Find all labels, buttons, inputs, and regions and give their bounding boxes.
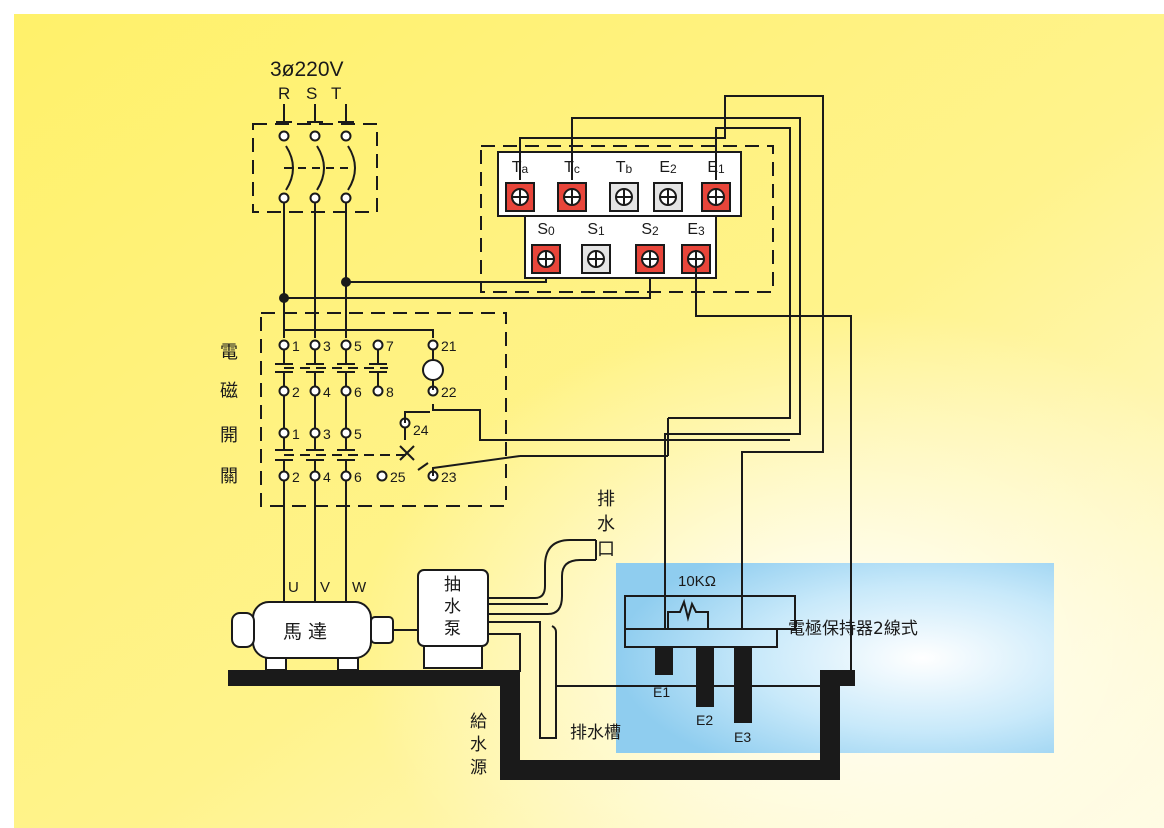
contactor-lower-bottom-label-2: 4 bbox=[323, 469, 331, 485]
bottom-terminal-label-1: S0 bbox=[537, 221, 555, 238]
holder-top-box bbox=[624, 595, 796, 630]
bottom-terminal-label-3: S2 bbox=[641, 221, 659, 238]
trough-label: 排水槽 bbox=[570, 723, 621, 743]
contactor-lower-bottom-label-3: 6 bbox=[354, 469, 362, 485]
contactor-lower-node-4 bbox=[309, 470, 321, 482]
contactor-lower-label-4: 24 bbox=[413, 422, 429, 438]
contactor-upper-bottom-label-4: 8 bbox=[386, 384, 394, 400]
top-terminal-label-1: Ta bbox=[512, 159, 529, 176]
electrode-e2 bbox=[696, 647, 714, 707]
contactor-upper-label-2: 3 bbox=[323, 338, 331, 354]
bottom-terminal-screw-2 bbox=[581, 244, 611, 274]
phase-label-r: R bbox=[278, 84, 290, 103]
outlet-label-char-1: 排 bbox=[597, 489, 615, 510]
motor-terminal-v: V bbox=[320, 579, 330, 596]
top-terminal-screw-5 bbox=[701, 182, 731, 212]
contactor-upper-node-3 bbox=[309, 339, 321, 351]
contactor-upper-node-2 bbox=[278, 385, 290, 397]
top-terminal-label-5: E1 bbox=[707, 159, 725, 176]
holder-label: 電極保持器2線式 bbox=[788, 619, 918, 639]
tank-wall bbox=[500, 670, 855, 780]
contactor-upper-bottom-label-3: 6 bbox=[354, 384, 362, 400]
contactor-upper-bottom-label-5: 22 bbox=[441, 384, 457, 400]
bottom-terminal-label-2: S1 bbox=[587, 221, 605, 238]
contactor-lower-node-1 bbox=[278, 427, 290, 439]
electrode-label-e2: E2 bbox=[696, 712, 713, 728]
top-terminal-screw-2 bbox=[557, 182, 587, 212]
top-terminal-label-2: Tc bbox=[564, 159, 580, 176]
phase-label-s: S bbox=[306, 84, 317, 103]
contactor-label-char-3: 開 bbox=[220, 425, 238, 446]
top-terminal-screw-4 bbox=[653, 182, 683, 212]
motor-terminal-u: U bbox=[288, 579, 299, 596]
pump-label-char-3: 泵 bbox=[444, 619, 461, 639]
contactor-upper-label-3: 5 bbox=[354, 338, 362, 354]
electrode-label-e1: E1 bbox=[653, 684, 670, 700]
contactor-label-char-4: 關 bbox=[220, 466, 238, 487]
bottom-terminal-label-4: E3 bbox=[687, 221, 705, 238]
power-source: 3ø220V R S T bbox=[270, 58, 344, 103]
contactor-upper-node-8 bbox=[372, 385, 384, 397]
pump-label-char-1: 抽 bbox=[444, 575, 461, 595]
contactor-lower-node-6 bbox=[340, 470, 352, 482]
top-terminal-label-4: E2 bbox=[659, 159, 677, 176]
contactor-upper-bottom-label-2: 4 bbox=[323, 384, 331, 400]
circuit-breaker bbox=[252, 104, 378, 213]
electrode-holder: 10KΩ 電極保持器2線式 E1 E2 E3 bbox=[624, 573, 918, 745]
tank-structure: 給 水 源 bbox=[228, 670, 855, 780]
contactor-label-char-1: 電 bbox=[220, 342, 238, 363]
phase-label-t: T bbox=[331, 84, 341, 103]
bottom-terminal-screw-3 bbox=[635, 244, 665, 274]
contactor-lower-node-5 bbox=[340, 427, 352, 439]
contactor-lower-bottom-label-1: 2 bbox=[292, 469, 300, 485]
pump: 抽 水 泵 bbox=[417, 539, 597, 739]
contactor-lower-node-3 bbox=[309, 427, 321, 439]
supply-label-char-2: 水 bbox=[470, 735, 487, 755]
supply-label-char-1: 給 bbox=[470, 712, 487, 732]
contactor-lower-label-3: 5 bbox=[354, 426, 362, 442]
motor-label: 馬 達 bbox=[283, 621, 327, 643]
contactor-lower-label-2: 3 bbox=[323, 426, 331, 442]
contactor-upper-node-7 bbox=[372, 339, 384, 351]
contactor-upper-label-1: 1 bbox=[292, 338, 300, 354]
holder-bottom-box bbox=[624, 628, 778, 648]
contactor-upper-node-5 bbox=[340, 339, 352, 351]
resistor-label: 10KΩ bbox=[678, 573, 716, 590]
contactor-lower-node-25 bbox=[376, 470, 388, 482]
supply-label-char-3: 源 bbox=[470, 758, 487, 778]
pump-label-char-2: 水 bbox=[444, 597, 461, 617]
contactor-lower-label-1: 1 bbox=[292, 426, 300, 442]
motor: U V W 馬 達 bbox=[231, 578, 418, 671]
coil-symbol bbox=[422, 359, 444, 381]
contactor-upper-bottom-label-1: 2 bbox=[292, 384, 300, 400]
contactor-upper-node-1 bbox=[278, 339, 290, 351]
top-terminal-screw-3 bbox=[609, 182, 639, 212]
outlet-label-char-3: 口 bbox=[597, 539, 615, 560]
electrode-e1 bbox=[655, 647, 673, 675]
electrode-label-e3: E3 bbox=[734, 729, 751, 745]
top-terminal-screw-1 bbox=[505, 182, 535, 212]
contactor-upper-node-6 bbox=[340, 385, 352, 397]
contactor-upper-node-21 bbox=[427, 339, 439, 351]
motor-terminal-w: W bbox=[352, 579, 367, 596]
contactor-upper-label-4: 7 bbox=[386, 338, 394, 354]
contactor-upper-label-5: 21 bbox=[441, 338, 457, 354]
contactor-lower-bottom-label-5: 23 bbox=[441, 469, 457, 485]
power-title: 3ø220V bbox=[270, 58, 344, 81]
bottom-terminal-screw-1 bbox=[531, 244, 561, 274]
contactor-upper-node-4 bbox=[309, 385, 321, 397]
top-terminal-label-3: Tb bbox=[616, 159, 633, 176]
contactor-lower-bottom-label-4: 25 bbox=[390, 469, 406, 485]
ground-slab bbox=[228, 670, 518, 686]
contactor-label-char-2: 磁 bbox=[220, 381, 238, 402]
controller-unit: Ta Tc Tb E2 E1 S0 S1 S2 E3 bbox=[480, 95, 852, 686]
contactor-lower-node-2 bbox=[278, 470, 290, 482]
outlet-label-char-2: 水 bbox=[597, 514, 615, 535]
